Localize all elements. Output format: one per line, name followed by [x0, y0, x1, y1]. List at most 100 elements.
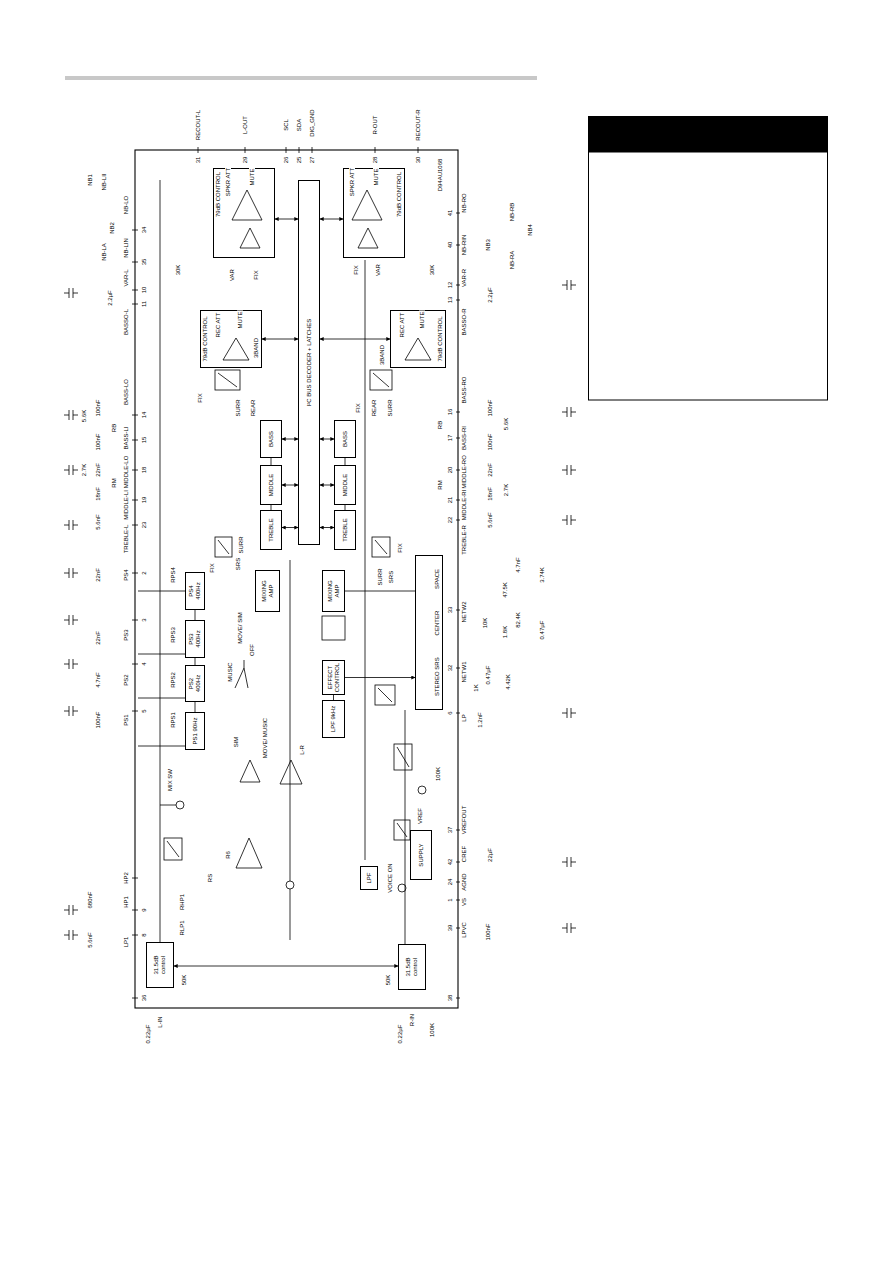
pin-label: PS1: [123, 713, 129, 726]
pin-label: 17: [447, 434, 453, 443]
pin-label: 3BAND: [379, 344, 385, 366]
pin-label: 27: [309, 156, 315, 165]
pin-label: 2: [141, 570, 147, 575]
signal-connector: [282, 527, 298, 528]
pin-label: 39: [447, 924, 453, 933]
pin-label: 22: [447, 516, 453, 525]
pin-label: 3BAND: [253, 337, 259, 359]
pin-label: 4.42K: [505, 673, 511, 691]
pin-label: RB: [111, 423, 117, 433]
pin-label: 1.2nF: [477, 711, 483, 728]
pin-label: 24: [447, 878, 453, 887]
pin-label: 19: [141, 496, 147, 505]
block-box: TREBLE: [260, 510, 282, 550]
pin-label: 14: [141, 411, 147, 420]
pin-label: VS: [461, 897, 467, 907]
pin-label: 22nF: [95, 630, 101, 646]
pin-label: 18nF: [487, 486, 493, 502]
pin-label: 36: [141, 994, 147, 1003]
pin-label: TREBLE-L: [123, 524, 129, 555]
pin-label: RHP1: [179, 893, 185, 911]
pin-label: MOVE/ SIM: [237, 611, 243, 645]
block-box: MIXING AMP: [255, 570, 280, 612]
pin-label: NB-LII: [101, 172, 107, 191]
pin-label: RECOUT-L: [195, 109, 201, 141]
pin-label: 2.2µF: [107, 289, 113, 306]
pin-label: REC ATT: [399, 312, 405, 339]
pin-label: OFF: [249, 643, 255, 657]
pin-label: PS3: [123, 628, 129, 641]
block-label: I²C BUS DECODER + LATCHES: [306, 318, 313, 408]
signal-connector: [320, 527, 334, 528]
connector-layer: [60, 100, 580, 1060]
side-panel: [589, 152, 828, 400]
pin-label: 30K: [175, 264, 181, 277]
pin-label: 47.5K: [502, 581, 508, 599]
block-box: MIDDLE: [334, 465, 356, 505]
pin-label: 50K: [181, 974, 187, 987]
pin-label: SURR: [238, 535, 244, 554]
pin-label: TREBLE-R: [461, 524, 467, 556]
pin-label: FIX: [253, 269, 259, 280]
pin-label: 0.22µF: [145, 1024, 151, 1045]
pin-label: 680nF: [87, 890, 93, 909]
pin-label: 3: [141, 617, 147, 622]
pin-label: 100K: [435, 766, 441, 782]
pin-label: 5.6K: [81, 409, 87, 423]
pin-label: VAR-L: [123, 268, 129, 287]
pin-label: NB3: [485, 238, 491, 252]
pin-label: FIX: [197, 392, 203, 403]
block-label: PS2 400Hz: [188, 668, 201, 699]
block-box: 79dB CONTROL: [213, 168, 275, 258]
pin-label: 31: [195, 156, 201, 165]
pin-label: 22nF: [487, 462, 493, 478]
pin-label: RB: [437, 420, 443, 430]
pin-label: REAR: [371, 399, 377, 418]
pin-label: R6: [225, 850, 231, 860]
pin-label: HP2: [123, 871, 129, 885]
pin-label: REAR: [250, 399, 256, 418]
pin-label: L-R: [299, 744, 305, 756]
pin-label: RLP1: [179, 919, 185, 936]
block-label: TREBLE: [342, 517, 349, 542]
signal-connector: [282, 439, 298, 440]
pin-label: SRS: [235, 557, 241, 571]
signal-connector: [320, 439, 334, 440]
pin-label: REC ATT: [215, 312, 221, 339]
pin-label: 33: [447, 606, 453, 615]
pin-label: 100nF: [487, 398, 493, 417]
pin-label: SCL: [283, 118, 289, 132]
pin-label: 5.6nF: [95, 513, 101, 530]
pin-label: 100nF: [95, 710, 101, 729]
pin-label: VREF: [417, 807, 423, 825]
pin-label: BASS-LO: [123, 378, 129, 406]
signal-connector: [320, 485, 334, 486]
pin-label: 16: [447, 408, 453, 417]
pin-label: 15: [141, 436, 147, 445]
pin-label: 38: [447, 994, 453, 1003]
pin-label: MUSIC: [227, 661, 233, 682]
pin-label: NETW1: [461, 661, 467, 684]
pin-label: SRS: [388, 570, 394, 584]
pin-label: RM: [437, 479, 443, 490]
pin-label: NB-LA: [101, 242, 107, 262]
pin-label: 35: [141, 258, 147, 267]
pin-label: VOICE ON: [387, 862, 393, 893]
pin-label: 18: [141, 466, 147, 475]
pin-label: RECOUT-R: [415, 108, 421, 141]
pin-label: VAR-R: [461, 268, 467, 288]
pin-label: LP: [461, 713, 467, 722]
signal-connector: [345, 591, 415, 592]
pin-label: 100nF: [95, 432, 101, 451]
pin-label: MUTE: [373, 168, 379, 187]
pin-label: FIX: [355, 402, 361, 413]
block-label: MIDDLE: [342, 473, 349, 498]
pin-label: 5: [141, 708, 147, 713]
pin-label: 9: [141, 907, 147, 912]
pin-label: RPS2: [170, 671, 176, 689]
pin-label: 50K: [385, 974, 391, 987]
pin-label: FIX: [209, 562, 215, 573]
pin-label: HP1: [123, 895, 129, 909]
pin-label: D94AU1068: [437, 158, 443, 193]
